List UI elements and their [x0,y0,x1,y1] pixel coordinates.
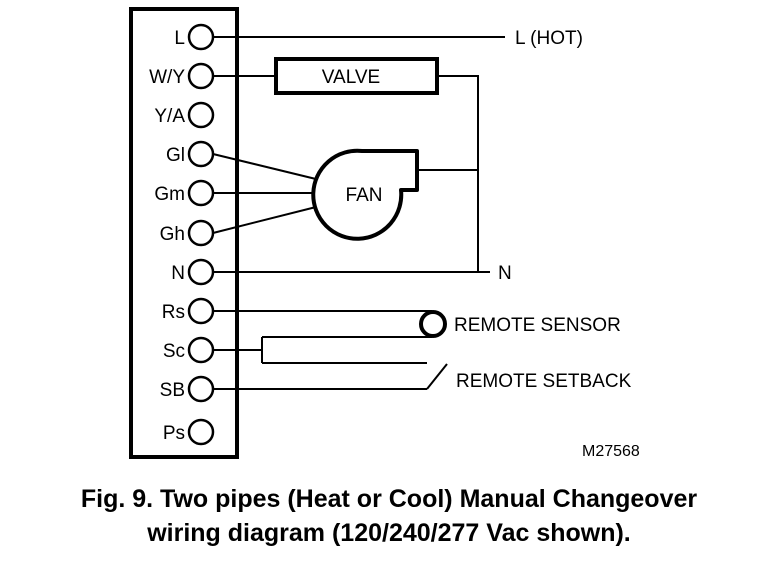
terminal-circles [187,23,215,446]
figure-id: M27568 [582,443,640,460]
valve-box [274,57,439,95]
wire-gh-fan [212,205,321,234]
label-remote-setback: REMOTE SETBACK [456,371,632,392]
label-remote-sensor: REMOTE SENSOR [454,315,621,336]
remote-sensor-symbol [419,310,447,338]
terminal-rs [187,297,215,325]
terminal-label-sb: SB [160,380,185,401]
terminal-sc [187,336,215,364]
terminal-l [187,23,215,51]
terminal-gm [187,179,215,207]
terminal-label-ps: Ps [163,423,185,444]
terminal-label-wy: W/Y [149,67,185,88]
terminal-label-gm: Gm [154,184,185,205]
fan-label: FAN [346,185,383,206]
terminal-label-l: L [174,28,185,49]
remote-setback-switch [426,363,448,390]
label-line-hot: L (HOT) [515,28,583,49]
terminal-label-ya: Y/A [154,106,185,127]
caption-line-2: wiring diagram (120/240/277 Vac shown). [147,519,631,547]
fan-symbol [311,148,419,241]
label-neutral: N [498,263,512,284]
figure-caption: Fig. 9. Two pipes (Heat or Cool) Manual … [0,482,778,550]
caption-line-1: Fig. 9. Two pipes (Heat or Cool) Manual … [80,485,698,513]
terminal-sb [187,375,215,403]
wiring-diagram: L W/Y Y/A Gl Gm Gh N Rs Sc SB Ps [129,7,640,460]
terminal-gi [187,140,215,168]
terminal-label-n: N [171,263,185,284]
terminal-label-rs: Rs [162,302,185,323]
terminal-block [129,7,239,459]
wire-gi-fan [212,153,321,181]
terminal-label-gh: Gh [160,224,185,245]
terminal-label-gi: Gl [166,145,185,166]
terminal-wy [187,62,215,90]
terminal-gh [187,219,215,247]
terminal-n [187,258,215,286]
terminal-ya [187,101,215,129]
wire-valve-bus [437,75,479,272]
terminal-label-sc: Sc [163,341,185,362]
valve-label: VALVE [322,67,380,88]
terminal-ps [187,418,215,446]
